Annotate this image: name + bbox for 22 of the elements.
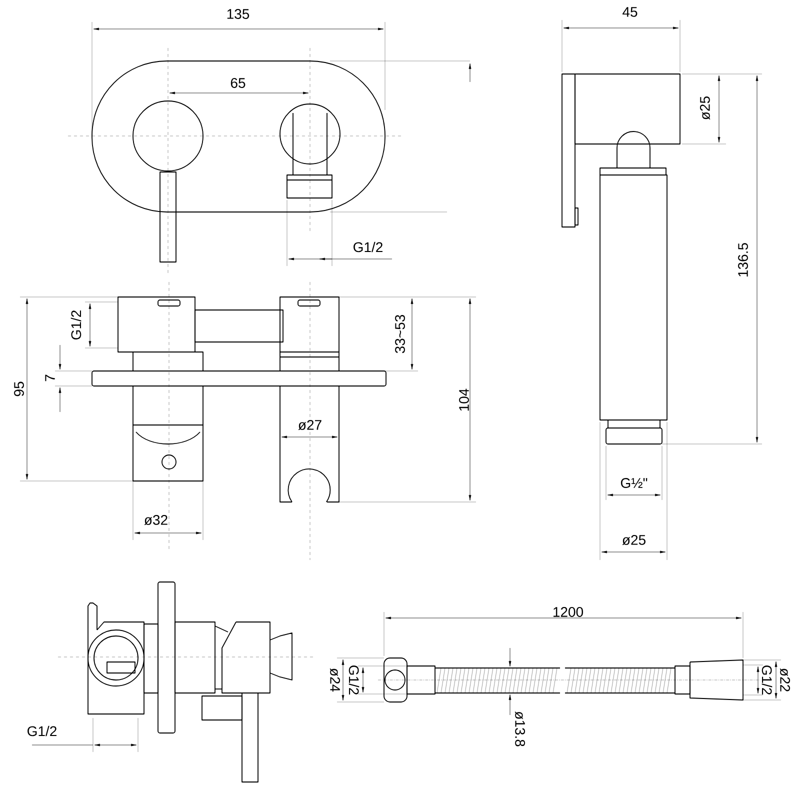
dimension-label: G½" [620, 478, 648, 488]
dimension-label: ø25 [700, 96, 710, 120]
dimension-label: ø32 [144, 514, 168, 526]
dimension-label: 135 [227, 9, 250, 19]
dimension-label: 95 [14, 382, 24, 396]
dimension-label: ø24 [330, 668, 340, 692]
dimension-label: 65 [230, 78, 246, 88]
dimension-label: ø22 [780, 668, 790, 692]
dimension-label: ø25 [622, 534, 646, 546]
dimension-label: 7 [45, 374, 55, 382]
dimension-label: 1200 [554, 607, 584, 617]
dimension-label: 33~53 [395, 314, 405, 354]
dimension-label: G1/2 [70, 310, 82, 340]
dimension-label: G1/2 [28, 726, 56, 736]
dimension-label: ø27 [298, 420, 322, 430]
dimension-label: ø13.8 [514, 711, 526, 746]
dimension-label: G1/2 [762, 666, 772, 694]
dimension-label: 45 [622, 7, 638, 17]
dimension-label: 104 [459, 388, 469, 411]
dimension-label: G1/2 [348, 666, 360, 694]
dimension-label: 136.5 [738, 243, 748, 276]
dimension-label: G1/2 [354, 242, 382, 252]
